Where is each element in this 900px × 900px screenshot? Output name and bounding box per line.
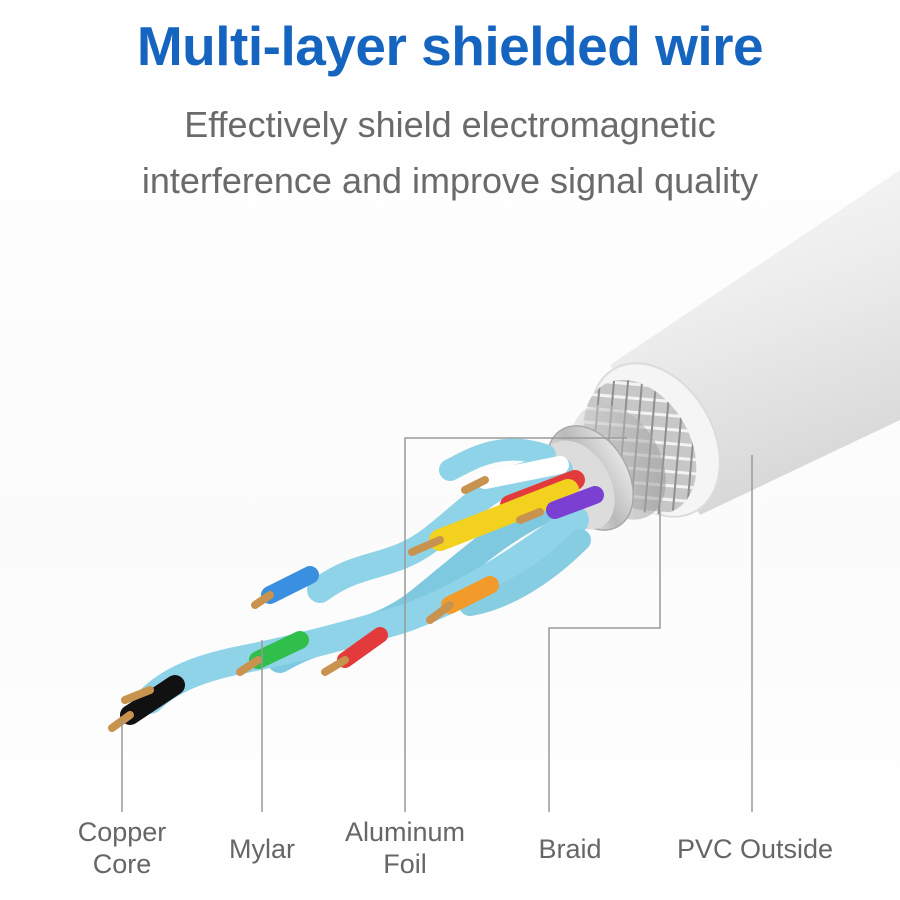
subtitle-line-1: Effectively shield electromagnetic	[184, 104, 716, 145]
label-aluminum-foil-line1: Aluminum	[344, 817, 466, 847]
label-copper-core: Copper Core	[62, 816, 182, 880]
page-title: Multi-layer shielded wire	[136, 15, 764, 77]
label-aluminum-foil: Aluminum Foil	[335, 816, 475, 880]
label-copper-core-line2: Core	[92, 849, 152, 879]
label-pvc-outside-text: PVC Outside	[676, 834, 834, 864]
insulated-wires	[120, 456, 604, 725]
label-pvc-outside: PVC Outside	[660, 833, 850, 865]
copper-cores	[108, 476, 544, 732]
label-braid: Braid	[520, 833, 620, 865]
label-mylar: Mylar	[212, 833, 312, 865]
subtitle-line-2: interference and improve signal quality	[141, 160, 759, 201]
twisted-pairs	[136, 438, 591, 714]
leader-lines	[121, 437, 753, 812]
label-mylar-text: Mylar	[229, 834, 295, 864]
label-aluminum-foil-line2: Foil	[383, 849, 427, 879]
label-braid-text: Braid	[538, 834, 602, 864]
label-copper-core-line1: Copper	[77, 817, 167, 847]
